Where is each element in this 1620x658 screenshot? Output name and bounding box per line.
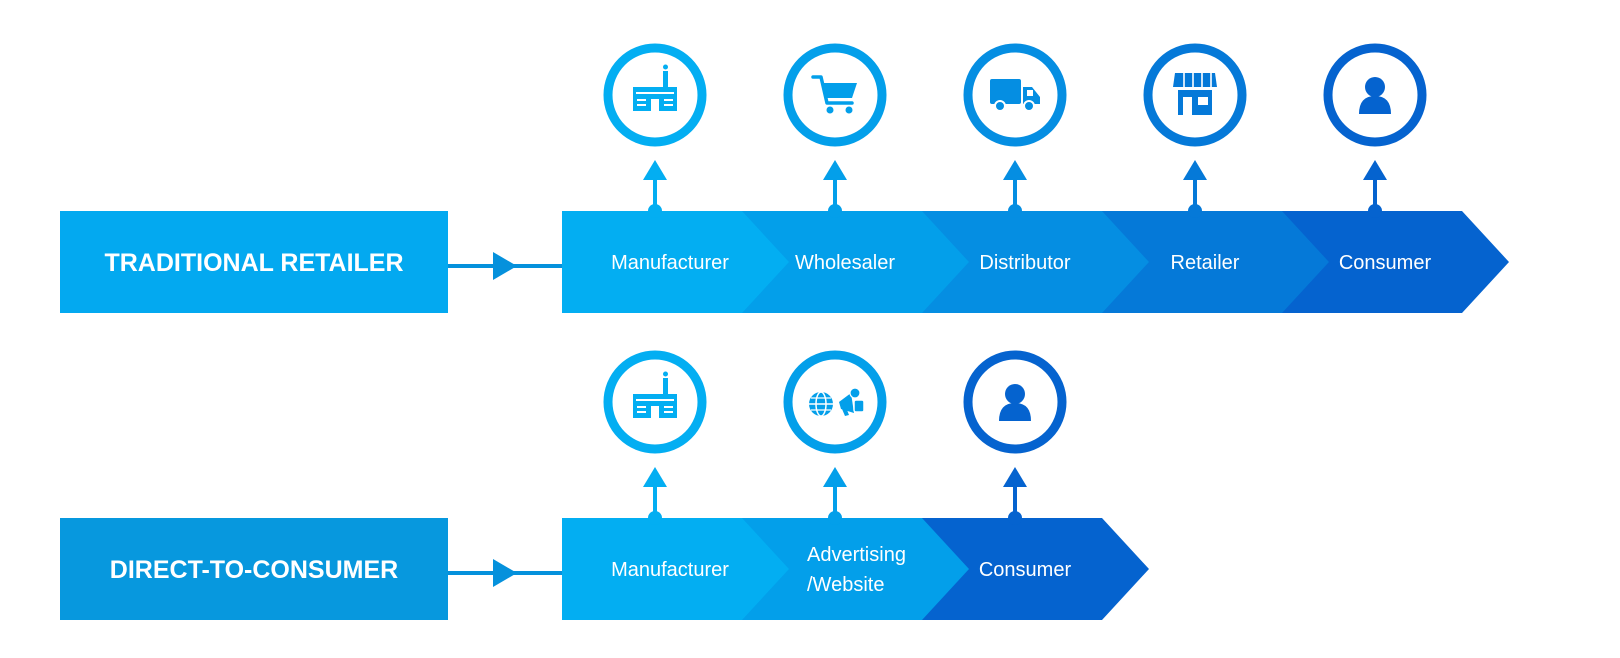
connector-arrowhead	[493, 252, 517, 280]
channel-row: DIRECT-TO-CONSUMER Manufacturer Advertisin…	[60, 350, 1149, 620]
stem-arrowhead	[643, 467, 667, 487]
stem-arrowhead	[823, 160, 847, 180]
storefront-icon	[1172, 72, 1218, 116]
step-chevron	[742, 211, 969, 313]
step-chevron	[742, 518, 969, 620]
step-chevron	[1102, 211, 1329, 313]
step-label: Retailer	[1171, 252, 1240, 274]
step-label-line: Advertising	[807, 544, 906, 566]
channel-row: TRADITIONAL RETAILER Manufacturer Wholesal…	[60, 43, 1509, 313]
stem-arrowhead	[1363, 160, 1387, 180]
step-chevron	[562, 211, 789, 313]
step-label: Manufacturer	[611, 559, 729, 581]
stem-arrowhead	[1003, 160, 1027, 180]
channel-title-box	[60, 211, 448, 313]
channel-title: DIRECT-TO-CONSUMER	[110, 556, 398, 584]
stem-arrowhead	[823, 467, 847, 487]
step-label: Distributor	[979, 252, 1070, 274]
step-label: Consumer	[1339, 252, 1432, 274]
step-chevron	[562, 518, 789, 620]
stem-arrowhead	[1003, 467, 1027, 487]
step-chevron	[922, 518, 1149, 620]
stem-arrowhead	[643, 160, 667, 180]
channel-title: TRADITIONAL RETAILER	[104, 249, 403, 277]
step-label: Wholesaler	[795, 252, 895, 274]
connector-arrowhead	[493, 559, 517, 587]
step-label: Advertising/Website	[807, 544, 906, 596]
step-chevron	[922, 211, 1149, 313]
icon-circle	[783, 350, 887, 454]
step-label: Consumer	[979, 559, 1072, 581]
stem-arrowhead	[1183, 160, 1207, 180]
step-label-line: /Website	[807, 574, 884, 596]
channel-title-box	[60, 518, 448, 620]
step-label: Manufacturer	[611, 252, 729, 274]
step-chevron	[1282, 211, 1509, 313]
